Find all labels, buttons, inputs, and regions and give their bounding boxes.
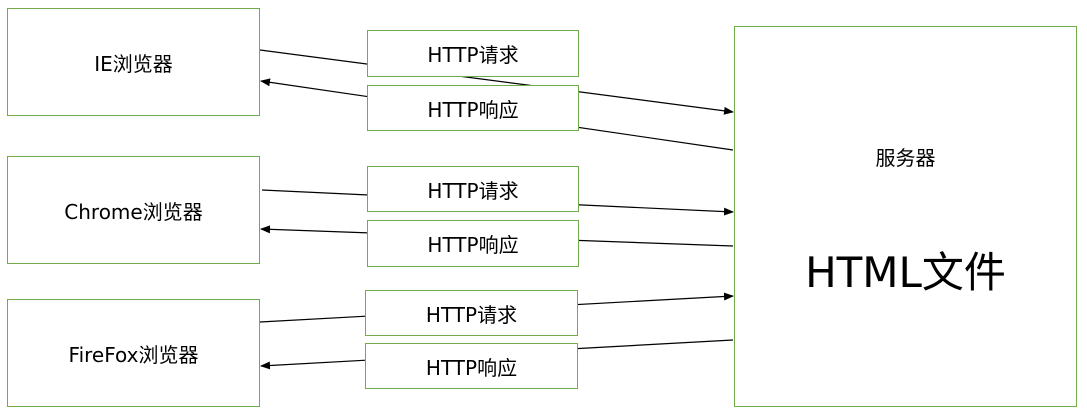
ie-response-label: HTTP响应 (427, 97, 519, 122)
firefox-response-label: HTTP响应 (425, 355, 518, 380)
server-box: 服务器 HTML文件 (734, 26, 1077, 407)
firefox-request-box: HTTP请求 (365, 290, 578, 336)
chrome-request-box: HTTP请求 (367, 166, 579, 212)
html-file-label: HTML文件 (805, 248, 1006, 297)
ie-browser-label: IE浏览器 (94, 51, 173, 76)
ie-request-box: HTTP请求 (367, 30, 579, 77)
ie-request-arrow (259, 49, 734, 115)
chrome-response-box: HTTP响应 (367, 220, 579, 267)
ie-response-box: HTTP响应 (367, 85, 579, 131)
chrome-request-label: HTTP请求 (427, 178, 519, 203)
ie-browser-box: IE浏览器 (7, 8, 260, 116)
chrome-browser-box: Chrome浏览器 (7, 156, 260, 264)
firefox-browser-label: FireFox浏览器 (68, 342, 199, 367)
firefox-request-label: HTTP请求 (425, 302, 518, 327)
ie-request-label: HTTP请求 (427, 43, 519, 67)
chrome-browser-label: Chrome浏览器 (64, 199, 203, 224)
firefox-response-box: HTTP响应 (365, 343, 578, 389)
server-label: 服务器 (875, 146, 936, 170)
firefox-browser-box: FireFox浏览器 (7, 299, 260, 407)
chrome-response-label: HTTP响应 (427, 233, 519, 257)
